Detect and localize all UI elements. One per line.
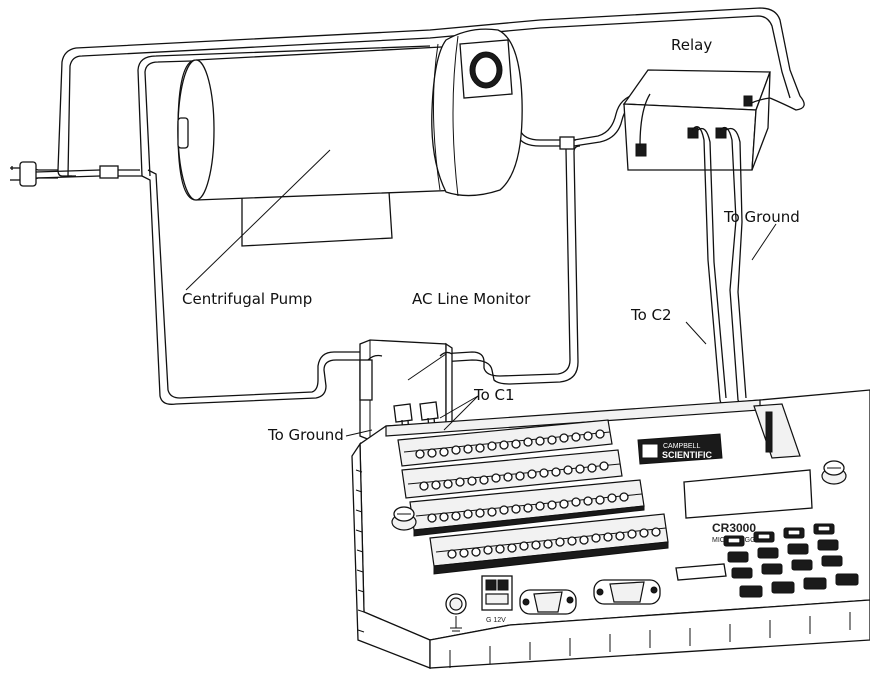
terminal-strip-4 bbox=[429, 513, 669, 567]
cable-splice bbox=[99, 165, 119, 179]
leader-lines bbox=[185, 149, 777, 437]
model-label: CR3000 bbox=[712, 521, 756, 535]
brand-line1: CAMPBELL bbox=[663, 443, 700, 450]
ground-lug-icon bbox=[445, 593, 467, 632]
relay bbox=[622, 69, 771, 171]
label-to-ground-left: To Ground bbox=[267, 426, 344, 444]
screw-left bbox=[391, 506, 417, 531]
centrifugal-pump bbox=[177, 28, 523, 247]
terminal-strip-1 bbox=[397, 419, 613, 467]
label-slot bbox=[675, 563, 727, 581]
label-to-c2: To C2 bbox=[630, 306, 672, 324]
keypad bbox=[723, 523, 859, 598]
screw-right bbox=[821, 460, 847, 485]
terminal-strip-2 bbox=[401, 449, 623, 499]
brand-line2: SCIENTIFIC bbox=[662, 450, 713, 460]
label-centrifugal-pump: Centrifugal Pump bbox=[182, 290, 312, 308]
brand-logo: CAMPBELL SCIENTIFIC bbox=[637, 433, 723, 465]
cr3000-datalogger: CAMPBELL SCIENTIFIC CR3000 MICROLOGGER bbox=[351, 389, 870, 669]
ac-plug-icon bbox=[10, 161, 58, 187]
side-vents bbox=[355, 469, 365, 633]
lcd-display bbox=[683, 469, 813, 519]
label-ac-line-monitor: AC Line Monitor bbox=[412, 290, 531, 308]
power-label: G 12V bbox=[486, 617, 506, 624]
power-connector: G 12V bbox=[481, 575, 513, 624]
label-to-c1: To C1 bbox=[473, 386, 515, 404]
serial-port-2 bbox=[593, 579, 661, 605]
serial-port-1 bbox=[519, 589, 577, 615]
label-to-ground-top: To Ground bbox=[723, 208, 800, 226]
label-relay: Relay bbox=[671, 36, 712, 54]
